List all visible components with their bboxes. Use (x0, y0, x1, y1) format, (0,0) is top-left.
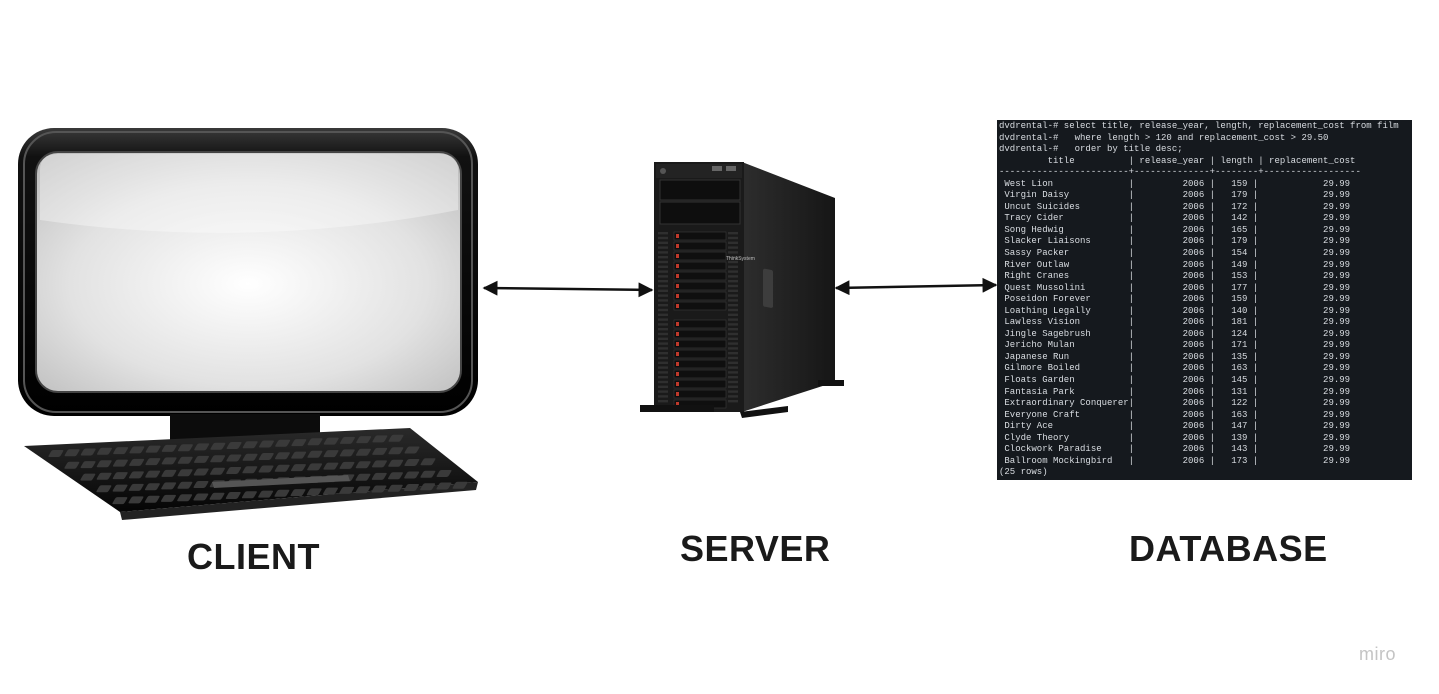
database-label: DATABASE (1129, 528, 1328, 569)
terminal-output: dvdrental-# select title, release_year, … (997, 120, 1412, 479)
terminal-result-row: River Outlaw | 2006 | 149 | 29.99 (999, 259, 1351, 270)
terminal-result-row: Dirty Ace | 2006 | 147 | 29.99 (999, 421, 1351, 432)
server-label: SERVER (680, 528, 831, 569)
terminal-result-row: Extraordinary Conquerer| 2006 | 122 | 29… (999, 398, 1351, 409)
terminal-result-row: Jingle Sagebrush | 2006 | 124 | 29.99 (999, 328, 1351, 339)
terminal-result-row: Gilmore Boiled | 2006 | 163 | 29.99 (999, 363, 1351, 374)
server-tower-icon: ThinkSystem (640, 162, 844, 418)
terminal-header-row: title | release_year | length | replacem… (999, 155, 1356, 166)
client-server-arrow (482, 280, 654, 298)
terminal-result-row: West Lion | 2006 | 159 | 29.99 (999, 178, 1351, 189)
terminal-result-row: Lawless Vision | 2006 | 181 | 29.99 (999, 317, 1351, 328)
terminal-result-row: Jericho Mulan | 2006 | 171 | 29.99 (999, 340, 1351, 351)
terminal-result-row: Everyone Craft | 2006 | 163 | 29.99 (999, 409, 1351, 420)
terminal-result-row: Tracy Cider | 2006 | 142 | 29.99 (999, 213, 1351, 224)
server-database-arrow (834, 277, 998, 296)
terminal-separator: ------------------------+--------------+… (999, 167, 1361, 178)
miro-watermark: miro (1359, 644, 1396, 664)
server-brand: ThinkSystem (726, 256, 755, 262)
terminal-result-row: Loathing Legally | 2006 | 140 | 29.99 (999, 305, 1351, 316)
terminal-result-row: Uncut Suicides | 2006 | 172 | 29.99 (999, 201, 1351, 212)
terminal-result-row: Floats Garden | 2006 | 145 | 29.99 (999, 375, 1351, 386)
terminal-result-row: Clyde Theory | 2006 | 139 | 29.99 (999, 432, 1351, 443)
terminal-result-row: Sassy Packer | 2006 | 154 | 29.99 (999, 248, 1351, 259)
terminal-result-row: Quest Mussolini | 2006 | 177 | 29.99 (999, 282, 1351, 293)
terminal-row-count: (25 rows) (999, 467, 1048, 478)
terminal-result-row: Right Cranes | 2006 | 153 | 29.99 (999, 271, 1351, 282)
terminal-prompt-line: dvdrental-# where length > 120 and repla… (999, 132, 1329, 143)
client-computer-icon (18, 128, 478, 520)
terminal-prompt-line: dvdrental-# order by title desc; (999, 144, 1183, 155)
terminal-result-row: Poseidon Forever | 2006 | 159 | 29.99 (999, 294, 1351, 305)
database-terminal: dvdrental-# select title, release_year, … (997, 120, 1412, 480)
terminal-result-row: Fantasia Park | 2006 | 131 | 29.99 (999, 386, 1351, 397)
terminal-result-row: Japanese Run | 2006 | 135 | 29.99 (999, 351, 1351, 362)
terminal-result-row: Slacker Liaisons | 2006 | 179 | 29.99 (999, 236, 1351, 247)
terminal-result-row: Ballroom Mockingbird | 2006 | 173 | 29.9… (999, 455, 1351, 466)
terminal-result-row: Song Hedwig | 2006 | 165 | 29.99 (999, 224, 1351, 235)
terminal-prompt-line: dvdrental-# select title, release_year, … (999, 121, 1399, 131)
terminal-result-row: Clockwork Paradise | 2006 | 143 | 29.99 (999, 444, 1351, 455)
terminal-result-row: Virgin Daisy | 2006 | 179 | 29.99 (999, 190, 1351, 201)
client-label: CLIENT (187, 536, 320, 577)
